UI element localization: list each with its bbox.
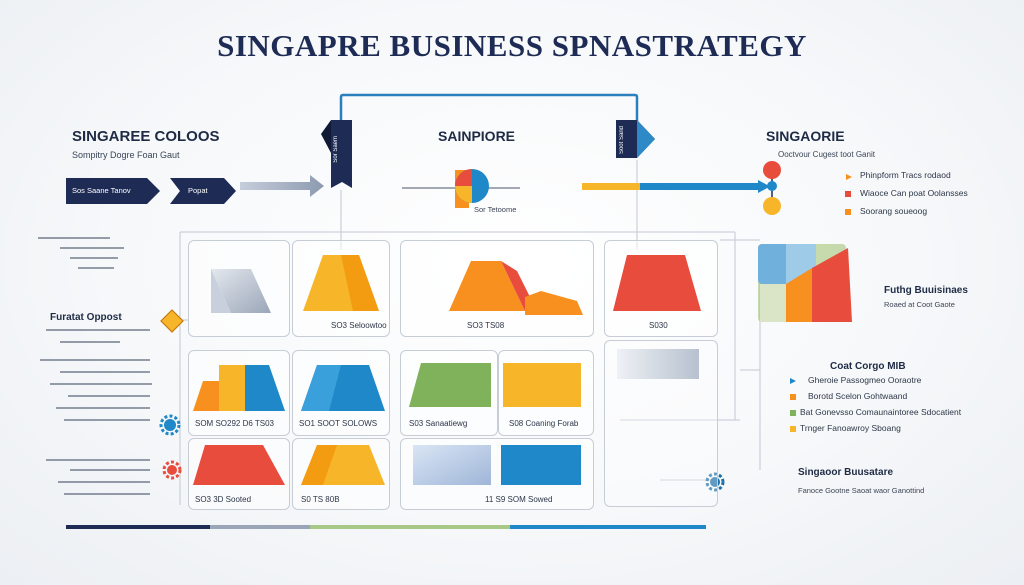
- grid-caption-r3c2: S0 TS 80B: [301, 495, 340, 504]
- cost-legend-item-3: Bat Gonevsso Comaunaintoree Sdocatient: [800, 407, 962, 417]
- cost-legend-item-1: Gheroie Passogmeo Ooraotre: [808, 375, 922, 385]
- bullet-arrow-icon: [846, 174, 852, 180]
- flag-icon: [790, 426, 796, 432]
- flag-icon: [790, 394, 796, 400]
- cost-legend-item-2: Borotd Scelon Gohtwaand: [808, 391, 908, 401]
- bottom-progress-bar: [66, 525, 706, 529]
- futhg-subtitle: Roaed at Coot Gaote: [884, 300, 955, 309]
- flag-1: [321, 120, 352, 188]
- grid-caption-r3c1: SO3 3D Sooted: [195, 495, 252, 504]
- forecast-label: Furatat Oppost: [50, 312, 122, 323]
- gear-icon-red: [162, 460, 182, 480]
- grid-caption-r2c1: SOM SO292 D6 TS03: [195, 419, 274, 428]
- grid-card-r2c1: SOM SO292 D6 TS03: [188, 350, 290, 436]
- left-heading: SINGAREE COLOOS: [72, 128, 220, 145]
- pill-arrow-2: [170, 178, 236, 204]
- right-item-2: Wiaoce Can poat Oolansses: [860, 188, 968, 198]
- flag-2: [616, 120, 655, 158]
- center-heading: SAINPIORE: [438, 128, 516, 144]
- grid-caption-r3c3: 11 S9 SOM Sowed: [485, 495, 553, 504]
- futhg-chart: [758, 244, 852, 322]
- grid-caption-r1c2: SO3 Seloowtoo: [331, 321, 387, 330]
- right-subheading: Ooctvour Cugest toot Ganit: [778, 150, 875, 159]
- grid-caption-r1c4: S030: [649, 321, 668, 330]
- page-title: SINGAPRE BUSINESS SPNASTRATEGY: [217, 28, 807, 63]
- grid-card-r2c4: [604, 340, 718, 507]
- bottom-right-subtitle: Fanoce Gootne Saoat waor Ganottind: [798, 486, 925, 495]
- cost-legend-item-4: Trnger Fanoawroy Sboang: [800, 423, 901, 433]
- diamond-icon: [160, 309, 184, 333]
- flag-1-label: Sor Saem: [333, 136, 339, 163]
- grid-caption-r2c3: S03 Sanaatiewg: [409, 419, 468, 428]
- grid-card-r3c2: S0 TS 80B: [292, 438, 390, 510]
- bullet-arrow-icon: [790, 378, 796, 384]
- grid-card-r1c3: SO3 TS08: [400, 240, 594, 337]
- grid-card-r1c1: [188, 240, 290, 337]
- right-decor-lines: [740, 245, 761, 470]
- pill-arrow-1-label: Sos Saane Tanov: [72, 186, 131, 195]
- gear-icon-blue: [159, 414, 181, 436]
- left-decor-lines: [38, 237, 152, 495]
- right-item-1: Phinpform Tracs rodaod: [860, 170, 951, 180]
- left-subheading: Sompitry Dogre Foan Gaut: [72, 150, 180, 160]
- pill-arrow-1: [66, 178, 160, 204]
- grid-card-r2c3: S03 Sanaatiewg: [400, 350, 498, 436]
- grid-card-r1c2: SO3 Seloowtoo: [292, 240, 390, 337]
- futhg-title: Futhg Buuisinaes: [884, 285, 968, 296]
- grid-caption-r2c4: S08 Coaning Forab: [509, 419, 579, 428]
- pill-arrow-2-label: Popat: [188, 186, 208, 195]
- right-heading: SINGAORIE: [766, 128, 845, 144]
- cost-legend-title: Coat Corgo MIB: [830, 361, 906, 372]
- flag-icon: [790, 410, 796, 416]
- flag-2-label: Soot Sand: [619, 126, 625, 155]
- top-bracket-line: [339, 93, 639, 128]
- right-item-3: Soorang soueoog: [860, 206, 928, 216]
- center-pie-chart: [402, 169, 520, 208]
- grid-card-r1c4: S030: [604, 240, 718, 337]
- grid-card-r3c3: 11 S9 SOM Sowed: [400, 438, 594, 510]
- bottom-right-title: Singaoor Buusatare: [798, 467, 894, 478]
- grid-caption-r1c3: SO3 TS08: [467, 321, 505, 330]
- center-caption: Sor Tetoome: [474, 205, 517, 214]
- grid-card-r2c2: SO1 SOOT SOLOWS: [292, 350, 390, 436]
- flag-icon: [845, 191, 851, 197]
- grid-card-r2c3b: S08 Coaning Forab: [498, 350, 594, 436]
- left-progress-arrow: [240, 175, 324, 197]
- right-pipeline: [582, 161, 781, 215]
- grid-card-r3c1: SO3 3D Sooted: [188, 438, 290, 510]
- grid-caption-r2c2: SO1 SOOT SOLOWS: [299, 419, 378, 428]
- flag-icon: [845, 209, 851, 215]
